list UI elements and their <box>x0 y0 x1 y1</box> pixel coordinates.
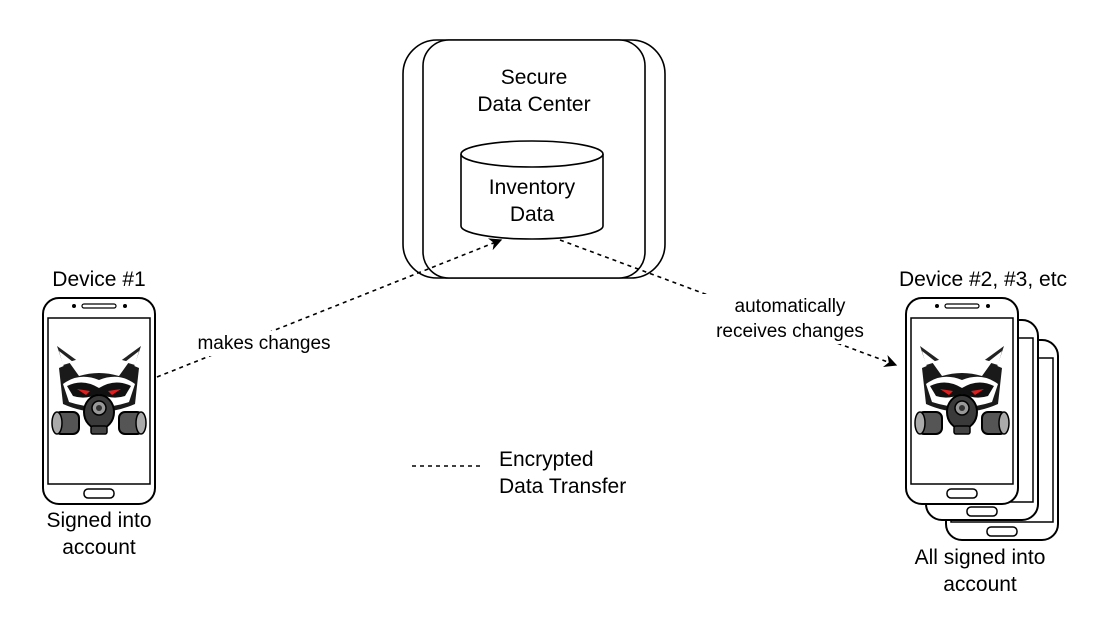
receives-changes-label: automatically receives changes <box>692 294 888 344</box>
database-label: Inventory Data <box>488 176 576 226</box>
device-group-caption: All signed into account <box>914 546 1046 596</box>
device-group-phone-icons <box>905 297 1059 541</box>
legend-label: Encrypted Data Transfer <box>499 448 627 498</box>
device-1-caption: Signed into account <box>46 509 152 559</box>
makes-changes-label: makes changes <box>176 331 352 356</box>
device-1-phone-icon <box>42 297 156 505</box>
device-1-title: Device #1 <box>52 268 146 291</box>
database-cylinder-icon <box>460 140 604 240</box>
makes-changes-edge <box>156 238 503 378</box>
data-center-label: Secure Data Center <box>477 66 591 116</box>
device-group-title: Device #2, #3, etc <box>898 268 1068 291</box>
